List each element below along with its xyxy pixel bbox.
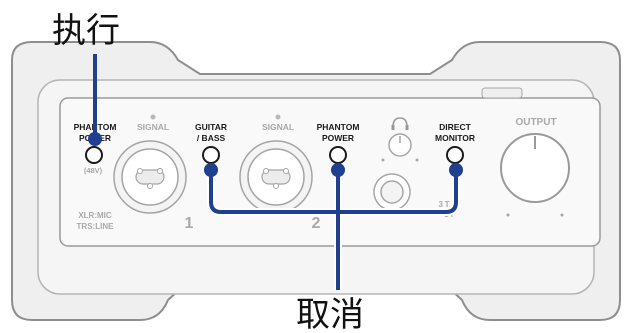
phantom-right-button[interactable] [329, 146, 347, 164]
jack-label-1: 3 T [439, 200, 450, 209]
direct-monitor-label-2: MONITOR [435, 133, 475, 143]
guitar-bass-label-2: / BASS [197, 133, 226, 143]
execute-callout-label: 执行 [52, 11, 120, 51]
signal-1-label: SIGNAL [137, 122, 169, 132]
direct-monitor-label-1: DIRECT [439, 122, 471, 132]
guitar-bass-button[interactable] [202, 146, 220, 164]
input-2-jack: SIGNAL 2 [239, 114, 321, 232]
direct-monitor-button[interactable] [446, 146, 464, 164]
output-section: OUTPUT [500, 117, 570, 217]
input-1-number: 1 [185, 215, 194, 232]
signal-2-label: SIGNAL [262, 122, 294, 132]
cancel-callout [204, 163, 463, 290]
headphone-section: 3 T UT [373, 117, 454, 219]
phantom-left-button[interactable] [85, 146, 103, 164]
phantom-right-label-1: PHANTOM [317, 122, 360, 132]
device-body [11, 41, 621, 321]
headphone-icon [392, 117, 408, 128]
phantom-left-sub-label: (48V) [84, 166, 103, 175]
input-2-number: 2 [312, 215, 321, 232]
guitar-bass-label-1: GUITAR [195, 122, 227, 132]
execute-callout [88, 54, 102, 146]
output-label: OUTPUT [515, 117, 556, 128]
cancel-callout-label: 取消 [296, 295, 364, 333]
trs-line-label: TRS:LINE [77, 222, 115, 231]
output-knob[interactable] [500, 133, 570, 203]
xlr-mic-label: XLR:MIC [78, 211, 112, 220]
input-1-jack: SIGNAL 1 [113, 114, 194, 232]
headphone-volume-knob[interactable] [388, 133, 412, 157]
phantom-right-label-2: POWER [322, 133, 354, 143]
